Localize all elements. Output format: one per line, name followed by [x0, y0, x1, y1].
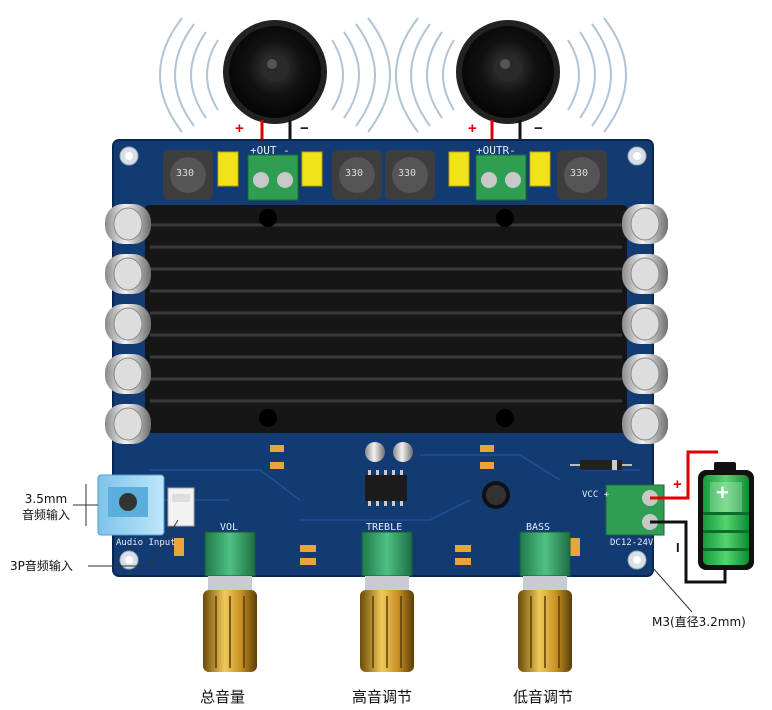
- bass-silk: BASS: [526, 522, 551, 533]
- smd-components: [174, 445, 580, 565]
- speaker-left-minus-label: −: [300, 120, 309, 137]
- vcc-silk: VCC +: [582, 490, 610, 500]
- jack-annotation-line1: 3.5mm: [24, 492, 68, 506]
- three-pin-connector-icon: [167, 487, 195, 527]
- bass-knob-annotation: 低音调节: [513, 688, 574, 706]
- battery-icon: [698, 462, 754, 570]
- speaker-right-minus-label: −: [534, 120, 543, 137]
- three-pin-annotation: 3P音频输入: [10, 559, 73, 573]
- audio-input-silk: Audio Input: [116, 538, 176, 548]
- jack-annotation-line2: 音频输入: [21, 508, 70, 522]
- battery-plus-symbol: +: [716, 480, 729, 505]
- mount-hole-annotation: M3(直径3.2mm): [652, 615, 746, 629]
- power-terminal: [605, 484, 665, 536]
- electrolytic-capacitors-left: [105, 204, 151, 444]
- dc-input-silk: DC12-24V: [610, 538, 654, 548]
- annotation-lines: [73, 484, 693, 613]
- sound-waves-left-icon: [159, 17, 391, 133]
- audio-jack-icon: [97, 474, 165, 536]
- speaker-right-plus-label: +: [468, 120, 477, 137]
- potentiometer-bass: [518, 531, 572, 672]
- treble-silk: TREBLE: [366, 522, 403, 533]
- inductor-label-2: 330: [345, 168, 364, 179]
- output-terminal-right: [475, 154, 527, 201]
- diode: [570, 460, 632, 470]
- potentiometer-treble: [360, 531, 414, 672]
- inductor-label-3: 330: [398, 168, 417, 179]
- speaker-left-plus-label: +: [235, 120, 244, 137]
- output-terminal-left: [247, 154, 299, 201]
- treble-knob-annotation: 高音调节: [352, 688, 413, 706]
- vol-silk: VOL: [220, 522, 239, 533]
- sound-waves-right-icon: [395, 17, 627, 133]
- inductor-label-4: 330: [570, 168, 589, 179]
- battery-wires: [650, 450, 727, 584]
- out-right-silk: +OUTR-: [476, 144, 516, 157]
- inductor-label-1: 330: [176, 168, 195, 179]
- battery-plus-wire-label: +: [673, 476, 682, 493]
- speaker-right-icon: [456, 20, 560, 124]
- electrolytic-capacitors-right: [622, 204, 668, 444]
- vol-knob-annotation: 总音量: [200, 688, 246, 706]
- ic-chip: [365, 470, 407, 506]
- battery-minus-wire-label: I: [676, 540, 680, 555]
- film-capacitors: [217, 151, 551, 187]
- small-electrolytic-capacitors: [365, 442, 510, 509]
- jack-annotation: 3.5mm 音频输入: [20, 491, 72, 523]
- speaker-left-icon: [223, 20, 327, 124]
- potentiometer-vol: [203, 531, 257, 672]
- out-left-silk: +OUT -: [250, 144, 290, 157]
- inductors: [163, 150, 607, 200]
- heatsink: [145, 205, 627, 433]
